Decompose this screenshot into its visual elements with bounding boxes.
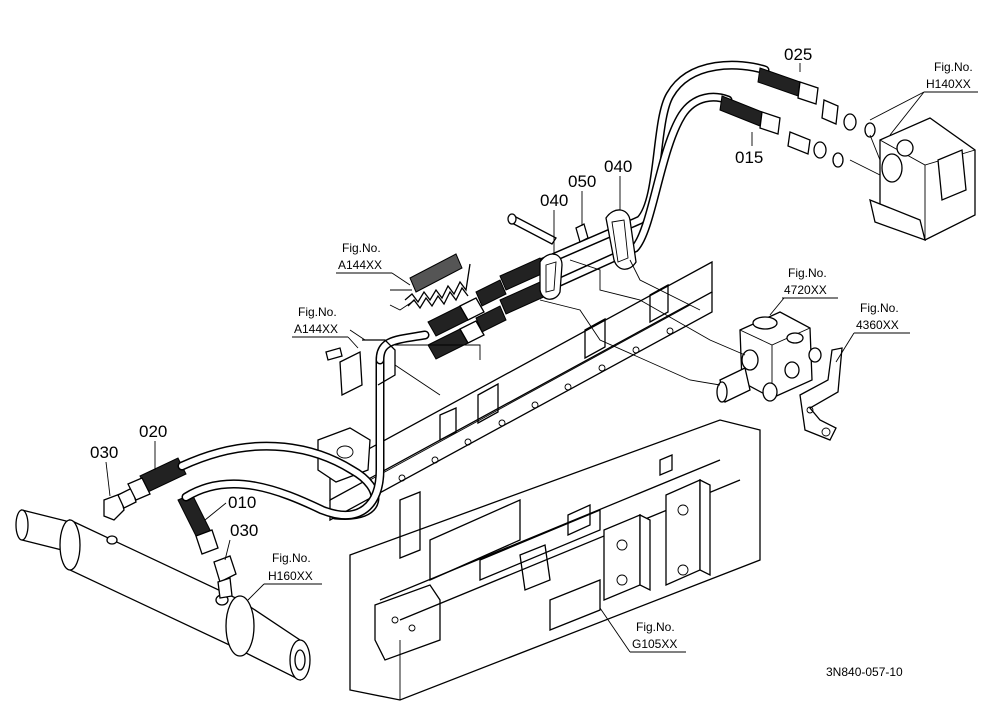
svg-text:Fig.No.: Fig.No.	[788, 266, 827, 280]
figure-references: Fig.No. H140XX Fig.No. A144XX Fig.No. A1…	[247, 60, 978, 653]
elbow-fitting-030-upper	[103, 487, 137, 521]
chassis-frame	[317, 260, 761, 701]
fig-ref-h140xx: Fig.No. H140XX	[869, 60, 978, 136]
elbow-fitting-030-lower	[213, 555, 237, 599]
fig-ref-h160xx: Fig.No. H160XX	[247, 551, 322, 601]
svg-text:Fig.No.: Fig.No.	[860, 301, 899, 315]
callout-030-lower: 030	[230, 521, 258, 540]
svg-text:4360XX: 4360XX	[856, 318, 899, 332]
callout-030-upper: 030	[90, 443, 118, 462]
hose-fitting-010	[177, 493, 219, 555]
control-valve-4720xx	[716, 311, 822, 403]
svg-text:H140XX: H140XX	[926, 77, 971, 91]
bolt-050	[507, 213, 589, 245]
leader-lines	[349, 134, 881, 396]
hose-fitting-020	[127, 457, 187, 501]
callout-020: 020	[139, 422, 167, 441]
quick-couplers-pump	[719, 67, 876, 168]
fig-ref-g105xx: Fig.No. G105XX	[599, 607, 686, 653]
callout-010: 010	[228, 493, 256, 512]
svg-text:Fig.No.: Fig.No.	[342, 241, 381, 255]
fig-ref-a144xx-lower: Fig.No. A144XX	[292, 305, 359, 349]
quick-couplers-center	[427, 257, 547, 360]
hose-clamp-040-left	[539, 253, 563, 300]
callout-040-left: 040	[540, 191, 568, 210]
fig-ref-4720xx: Fig.No. 4720XX	[769, 266, 838, 316]
callout-040-right: 040	[604, 157, 632, 176]
svg-text:4720XX: 4720XX	[784, 283, 827, 297]
bracket-4360xx	[799, 347, 843, 441]
callout-050: 050	[568, 172, 596, 191]
fig-ref-a144xx-upper: Fig.No. A144XX	[336, 241, 411, 286]
svg-text:Fig.No.: Fig.No.	[934, 60, 973, 74]
hose-clamp-040-right	[605, 209, 637, 270]
hydraulic-cylinder	[15, 509, 311, 682]
hydraulic-hose-lines	[177, 60, 770, 520]
hydraulic-pump-h140xx	[869, 117, 976, 242]
svg-text:Fig.No.: Fig.No.	[298, 305, 337, 319]
callout-025: 025	[784, 45, 812, 64]
drawing-code: 3N840-057-10	[826, 665, 903, 679]
callouts: 025 015 050 040 040 020 030 010 030	[90, 45, 812, 561]
bracket-a144xx	[325, 339, 396, 397]
svg-text:G105XX: G105XX	[632, 637, 677, 651]
svg-text:Fig.No.: Fig.No.	[272, 551, 311, 565]
svg-text:A144XX: A144XX	[294, 322, 338, 336]
svg-text:A144XX: A144XX	[338, 258, 382, 272]
callout-015: 015	[735, 148, 763, 167]
svg-text:Fig.No.: Fig.No.	[636, 620, 675, 634]
spring-a144xx	[404, 253, 471, 310]
svg-text:H160XX: H160XX	[268, 569, 313, 583]
fig-ref-4360xx: Fig.No. 4360XX	[835, 301, 910, 363]
